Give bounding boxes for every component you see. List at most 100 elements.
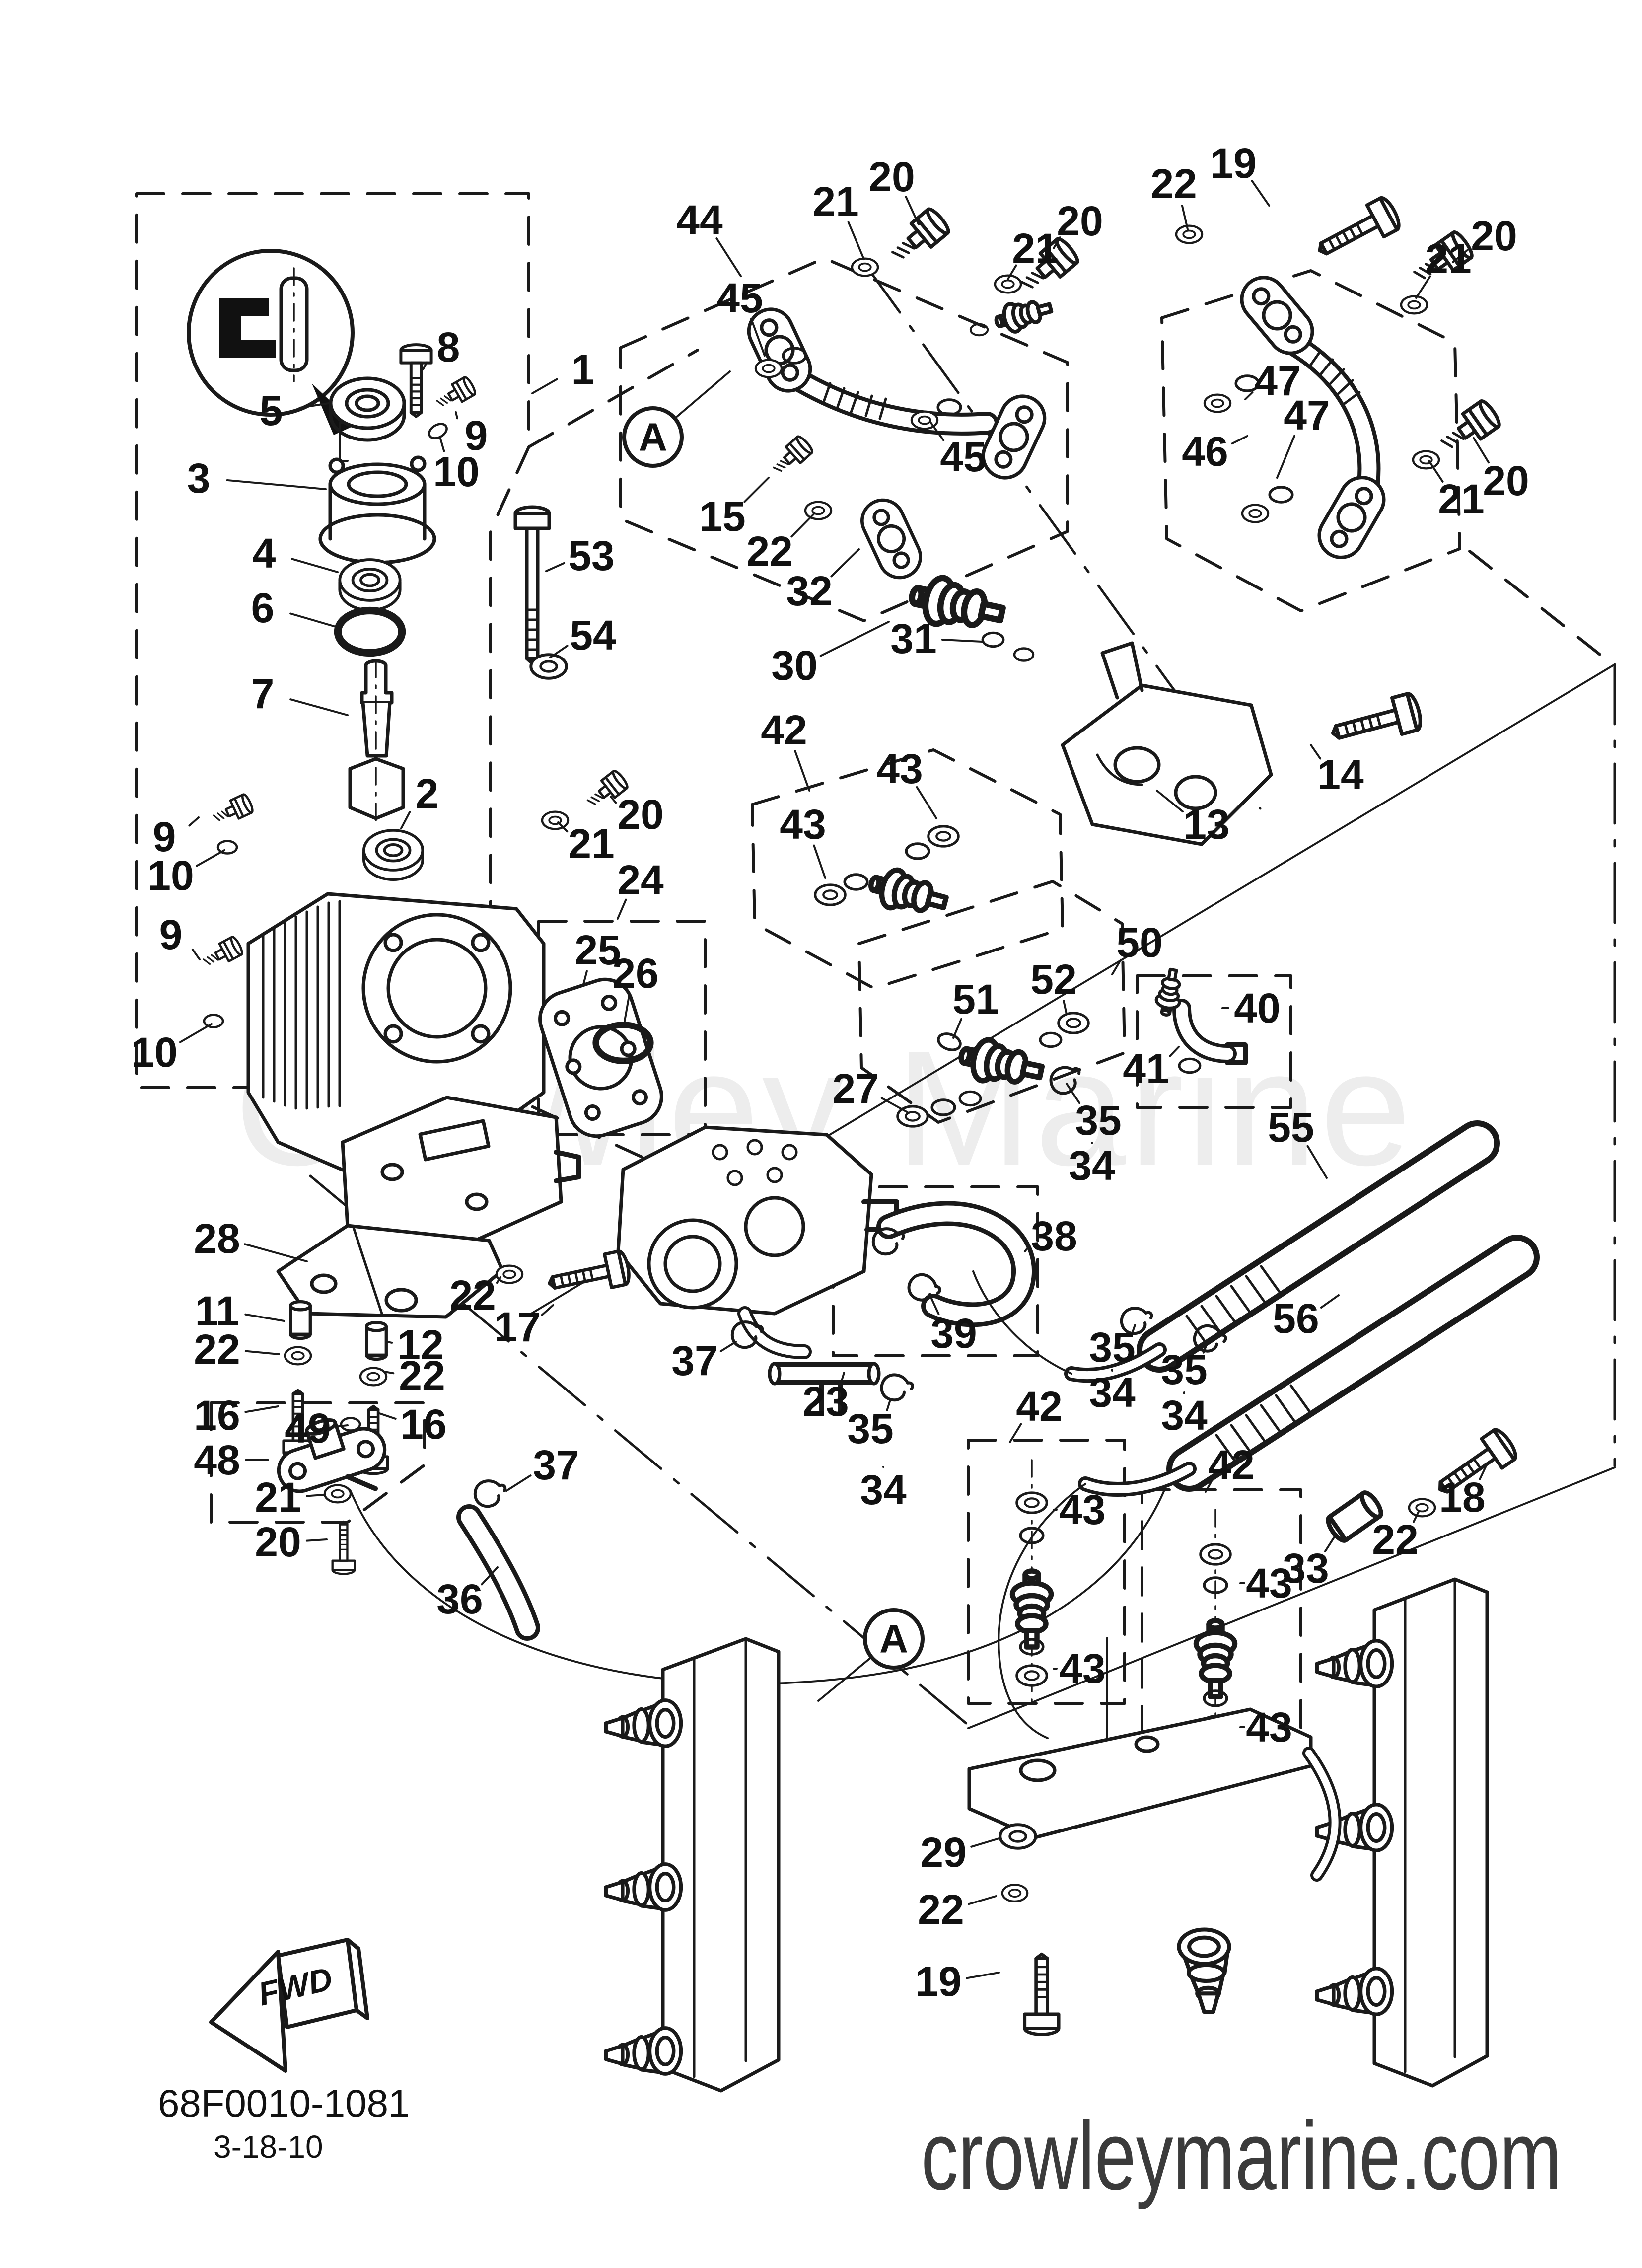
leader-line [439, 436, 445, 452]
fwd-arrow-icon: FWD [209, 1938, 369, 2073]
screw-9 [433, 376, 477, 413]
tube-56 [998, 1235, 1540, 1739]
callout-51: 51 [952, 976, 999, 1023]
callout-9: 9 [153, 813, 176, 860]
group-box-42b [967, 1439, 1126, 1705]
callout-6: 6 [251, 585, 275, 631]
washer-22 [805, 502, 831, 519]
callout-3: 3 [187, 455, 211, 502]
check-valve [1196, 1621, 1235, 1697]
callout-8: 8 [437, 324, 460, 370]
callout-35: 35 [1075, 1097, 1121, 1144]
callout-21: 21 [1425, 235, 1471, 282]
washer-22 [497, 1266, 522, 1283]
injector [1179, 1930, 1229, 2012]
leader-line [817, 1656, 873, 1702]
group-box-46 [1160, 269, 1461, 612]
leader-line [1324, 1536, 1336, 1552]
leader-line [191, 949, 201, 960]
washer-47 [1205, 395, 1230, 412]
callout-4: 4 [253, 530, 276, 577]
diagram-date: 3-18-10 [214, 2129, 323, 2165]
washer-21 [542, 812, 568, 829]
website-footer: crowleymarine.com [921, 2101, 1562, 2210]
leader-line [1415, 275, 1431, 299]
o-ring-31 [1014, 649, 1033, 661]
callout-42: 42 [761, 707, 807, 753]
leader-line [674, 370, 731, 420]
callout-34: 34 [1161, 1392, 1208, 1439]
screw-15 [769, 435, 814, 478]
callout-17: 17 [494, 1304, 540, 1350]
fitting [993, 294, 1054, 336]
washer-43 [815, 885, 845, 905]
callout-20: 20 [868, 153, 915, 200]
washer-21 [1401, 296, 1427, 314]
hose-assembly-46 [1176, 195, 1502, 566]
leader-line [610, 796, 617, 804]
callout-53: 53 [568, 532, 614, 579]
callout-21: 21 [1012, 225, 1058, 272]
callout-14: 14 [1317, 751, 1364, 798]
callout-43: 43 [1246, 1560, 1292, 1607]
callout-21: 21 [1438, 476, 1484, 522]
injector [1317, 1641, 1392, 1686]
leader-line [1310, 744, 1321, 760]
leader-line [624, 994, 631, 1022]
leader-line [244, 1405, 279, 1413]
leader-line [840, 1372, 845, 1384]
washer-45 [756, 360, 782, 377]
leader-lines [179, 180, 1490, 1979]
washer-22 [1409, 1499, 1435, 1517]
callout-43: 43 [876, 745, 923, 792]
callout-46: 46 [1182, 428, 1228, 475]
leader-line [291, 558, 339, 573]
callout-20: 20 [1483, 457, 1529, 504]
callout-42: 42 [1208, 1442, 1254, 1488]
bracket-13 [1061, 641, 1424, 846]
callout-49: 49 [285, 1405, 331, 1452]
bolt-20 [886, 207, 951, 268]
leader-line [916, 786, 937, 819]
seal-detail-magnifier [187, 249, 356, 462]
leader-line [1063, 1000, 1068, 1015]
leader-line [289, 698, 349, 716]
group-box-42a [751, 748, 1064, 990]
leader-line [719, 1341, 737, 1352]
leader-line [545, 562, 566, 572]
leader-line [1479, 1466, 1487, 1480]
callout-9: 9 [159, 911, 183, 958]
checkvalve-42b [1012, 1459, 1051, 1704]
leader-line [531, 378, 558, 394]
callout-43: 43 [1059, 1645, 1105, 1692]
washer-22 [1002, 1885, 1027, 1902]
callout-22: 22 [449, 1272, 496, 1318]
tube-55 [972, 1120, 1500, 1383]
callout-16: 16 [400, 1401, 446, 1448]
leader-line [481, 1566, 499, 1586]
leader-line [750, 318, 766, 357]
callout-54: 54 [570, 612, 616, 658]
callout-41: 41 [1123, 1045, 1169, 1092]
leader-line [790, 512, 815, 538]
callout-9: 9 [465, 412, 488, 459]
bolt-17 [546, 1250, 631, 1300]
bearing-4 [340, 560, 400, 610]
leader-line [830, 548, 860, 578]
spacer-11 [290, 1302, 310, 1338]
leader-line [400, 810, 411, 829]
washer-43 [1017, 1666, 1047, 1685]
washer-29 [1000, 1825, 1035, 1848]
callout-20: 20 [255, 1519, 301, 1565]
leader-line [455, 411, 458, 420]
callout-35: 35 [1089, 1324, 1135, 1371]
leader-line [1007, 264, 1017, 280]
leader-line [1156, 790, 1184, 813]
leader-line [941, 638, 983, 643]
leader-line [305, 1494, 325, 1497]
screw-9 [201, 936, 244, 971]
detail-marker-circle [622, 406, 684, 468]
leader-line [1320, 1294, 1340, 1309]
leader-line [1169, 1046, 1180, 1057]
